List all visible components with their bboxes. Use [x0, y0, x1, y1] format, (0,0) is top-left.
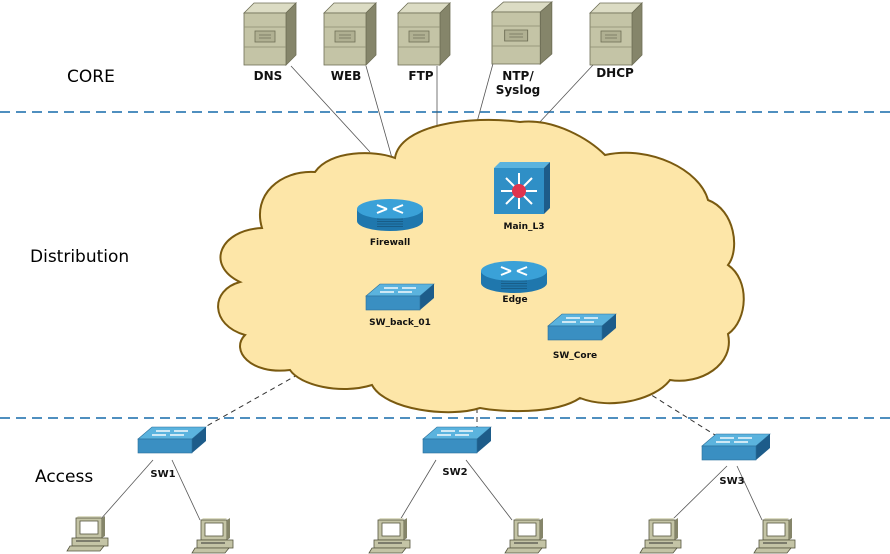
pc-icon: [639, 517, 682, 554]
edge-router-icon: [480, 260, 548, 294]
link-dns: [290, 65, 371, 153]
server-ntp-icon: [491, 1, 553, 65]
server-ftp-icon: [397, 2, 451, 66]
server-label-dns: DNS: [253, 69, 283, 83]
server-label-dhcp: DHCP: [596, 66, 634, 80]
server-dhcp-icon: [589, 2, 643, 66]
pc-icon: [191, 517, 234, 554]
switch-label-sw2: SW2: [442, 467, 468, 478]
device-label-sw-back-01: SW_back_01: [369, 318, 431, 328]
sw-back-01-switch-icon: [365, 283, 435, 311]
link-web: [365, 65, 393, 159]
layer-label-distribution: Distribution: [30, 247, 130, 267]
switch-label-sw3: SW3: [719, 476, 745, 487]
sw3-switch-icon: [701, 433, 771, 461]
device-label-sw-core: SW_Core: [552, 351, 598, 361]
server-label-ntp: NTP/ Syslog: [495, 69, 541, 97]
firewall-router-icon: [356, 198, 424, 232]
device-label-firewall: Firewall: [369, 238, 411, 248]
sw1-switch-icon: [137, 426, 207, 454]
server-web-icon: [323, 2, 377, 66]
sw-core-switch-icon: [547, 313, 617, 341]
device-label-edge: Edge: [502, 295, 528, 305]
server-label-web: WEB: [330, 69, 362, 83]
distribution-cloud: [217, 118, 745, 414]
server-label-ftp: FTP: [408, 69, 434, 83]
main-l3-switch-icon: [494, 162, 550, 214]
sw2-switch-icon: [422, 426, 492, 454]
access-links: [99, 459, 763, 521]
link-dhcp: [537, 64, 594, 125]
switch-label-sw1: SW1: [150, 469, 176, 480]
device-label-main-l3: Main_L3: [503, 222, 545, 232]
uplink-sw1: [204, 369, 307, 428]
server-dns-icon: [243, 2, 297, 66]
pc-icon: [753, 517, 796, 554]
pc-icon: [66, 515, 109, 552]
uplinks: [204, 369, 724, 441]
pc-icon: [504, 517, 547, 554]
layer-label-access: Access: [35, 467, 94, 487]
link-ntp: [476, 59, 495, 123]
server-links: [290, 59, 594, 159]
layer-label-core: CORE: [67, 67, 115, 87]
uplink-sw3: [636, 385, 724, 441]
pc-icon: [368, 517, 411, 554]
